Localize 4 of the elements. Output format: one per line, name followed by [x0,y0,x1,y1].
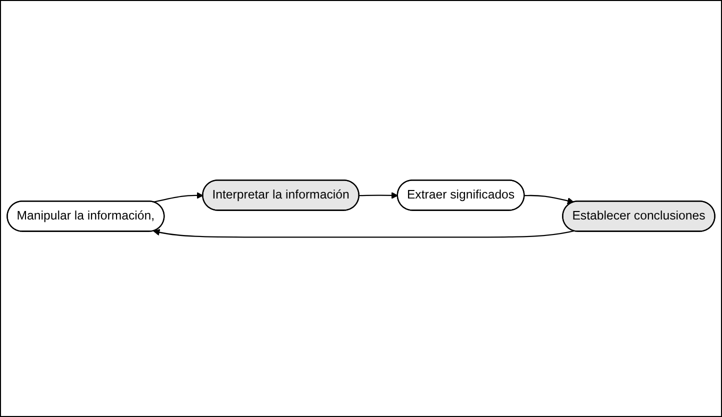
arrow [359,192,398,199]
arrow [153,192,204,202]
arrow [153,228,574,238]
arrow [524,194,574,204]
